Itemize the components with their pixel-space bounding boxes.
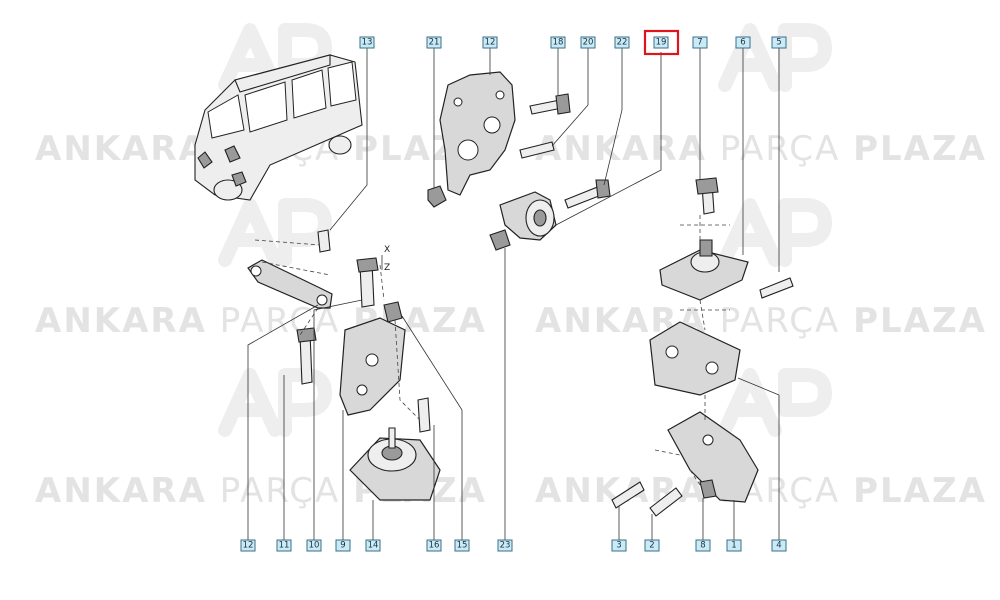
wm-light: PARÇA	[720, 129, 841, 169]
bolt-2	[649, 487, 683, 517]
svg-text:20: 20	[583, 38, 594, 48]
label-5[interactable]: 5	[771, 36, 787, 49]
labels-bottom: 12 11 10 9 14 16 15 23 3 2 8 1 4	[240, 539, 787, 552]
svg-text:18: 18	[553, 38, 564, 48]
label-23[interactable]: 23	[497, 539, 513, 552]
svg-text:ANKARA PARÇA PLAZA: ANKARA PARÇA PLAZA	[535, 471, 987, 511]
bolt-3	[611, 481, 645, 509]
svg-text:16: 16	[429, 541, 440, 551]
wm-end: PLAZA	[853, 471, 987, 511]
label-1[interactable]: 1	[726, 539, 742, 552]
svg-text:9: 9	[340, 541, 345, 551]
label-19[interactable]: 19	[653, 36, 669, 49]
label-10[interactable]: 10	[306, 539, 322, 552]
label-20[interactable]: 20	[580, 36, 596, 49]
label-18[interactable]: 18	[550, 36, 566, 49]
label-3[interactable]: 3	[611, 539, 627, 552]
watermark-logos	[218, 23, 832, 437]
label-14[interactable]: 14	[365, 539, 381, 552]
watermark-text: ANKARA PARÇA PLAZA ANKARA PARÇA PLAZA AN…	[35, 129, 987, 511]
nut-15	[383, 301, 403, 323]
highlight-box-19	[643, 29, 680, 56]
bracket-9	[339, 317, 406, 416]
svg-text:8: 8	[700, 541, 705, 551]
label-12-top[interactable]: 12	[482, 36, 498, 49]
wm-end: PLAZA	[853, 301, 987, 341]
alignment-guides	[254, 215, 730, 486]
label-7[interactable]: 7	[692, 36, 708, 49]
nut-8	[699, 479, 717, 499]
svg-text:12: 12	[485, 38, 496, 48]
axis-z: Z	[384, 263, 390, 273]
label-11[interactable]: 11	[276, 539, 292, 552]
van-illustration	[194, 54, 363, 201]
wm-bold: ANKARA	[35, 471, 207, 511]
left-lower-mount-assembly	[247, 229, 441, 501]
axis-marks: X Z	[381, 245, 390, 273]
svg-text:21: 21	[429, 38, 440, 48]
wm-light: PARÇA	[720, 301, 841, 341]
label-15[interactable]: 15	[454, 539, 470, 552]
svg-text:ANKARA PARÇA PLAZA: ANKARA PARÇA PLAZA	[535, 301, 987, 341]
label-8[interactable]: 8	[695, 539, 711, 552]
svg-text:4: 4	[776, 541, 781, 551]
label-9[interactable]: 9	[335, 539, 351, 552]
leader-lines	[247, 48, 780, 540]
svg-text:10: 10	[309, 541, 320, 551]
svg-text:11: 11	[279, 541, 290, 551]
torque-rod	[247, 259, 333, 309]
bolt-16	[417, 397, 431, 433]
svg-text:7: 7	[697, 38, 702, 48]
svg-text:6: 6	[740, 38, 745, 48]
svg-text:ANKARA PARÇA PLAZA: ANKARA PARÇA PLAZA	[535, 129, 987, 169]
label-22[interactable]: 22	[614, 36, 630, 49]
svg-text:5: 5	[776, 38, 781, 48]
svg-text:ANKARA PARÇA PLAZA: ANKARA PARÇA PLAZA	[35, 471, 487, 511]
wm-light: PARÇA	[220, 471, 341, 511]
axis-x: X	[384, 245, 390, 255]
wm-bold: ANKARA	[35, 301, 207, 341]
bolt-13	[317, 229, 331, 253]
nut-23	[489, 229, 511, 251]
label-13[interactable]: 13	[359, 36, 375, 49]
svg-text:13: 13	[362, 38, 373, 48]
svg-text:19: 19	[656, 38, 667, 48]
bracket-4	[649, 321, 741, 396]
svg-text:23: 23	[500, 541, 511, 551]
wm-bold: ANKARA	[35, 129, 207, 169]
label-12-bottom[interactable]: 12	[240, 539, 256, 552]
label-4[interactable]: 4	[771, 539, 787, 552]
label-16[interactable]: 16	[426, 539, 442, 552]
bolt-20	[519, 141, 555, 159]
svg-text:3: 3	[616, 541, 621, 551]
labels-top: 13 21 12 18 20 22 19 7 6 5	[359, 29, 787, 56]
bolt-5	[759, 277, 794, 299]
svg-text:22: 22	[617, 38, 628, 48]
bracket-1	[667, 411, 759, 503]
svg-text:15: 15	[457, 541, 468, 551]
svg-text:ANKARA PARÇA PLAZA: ANKARA PARÇA PLAZA	[35, 301, 487, 341]
wm-end: PLAZA	[853, 129, 987, 169]
svg-text:2: 2	[649, 541, 654, 551]
right-mount-assembly	[611, 177, 794, 517]
svg-text:1: 1	[731, 541, 736, 551]
svg-text:12: 12	[243, 541, 254, 551]
upper-engine-mount-assembly	[427, 71, 611, 251]
svg-text:14: 14	[368, 541, 379, 551]
label-2[interactable]: 2	[644, 539, 660, 552]
wm-bold: ANKARA	[535, 129, 707, 169]
nut-21	[427, 185, 447, 208]
label-21[interactable]: 21	[426, 36, 442, 49]
label-6[interactable]: 6	[735, 36, 751, 49]
